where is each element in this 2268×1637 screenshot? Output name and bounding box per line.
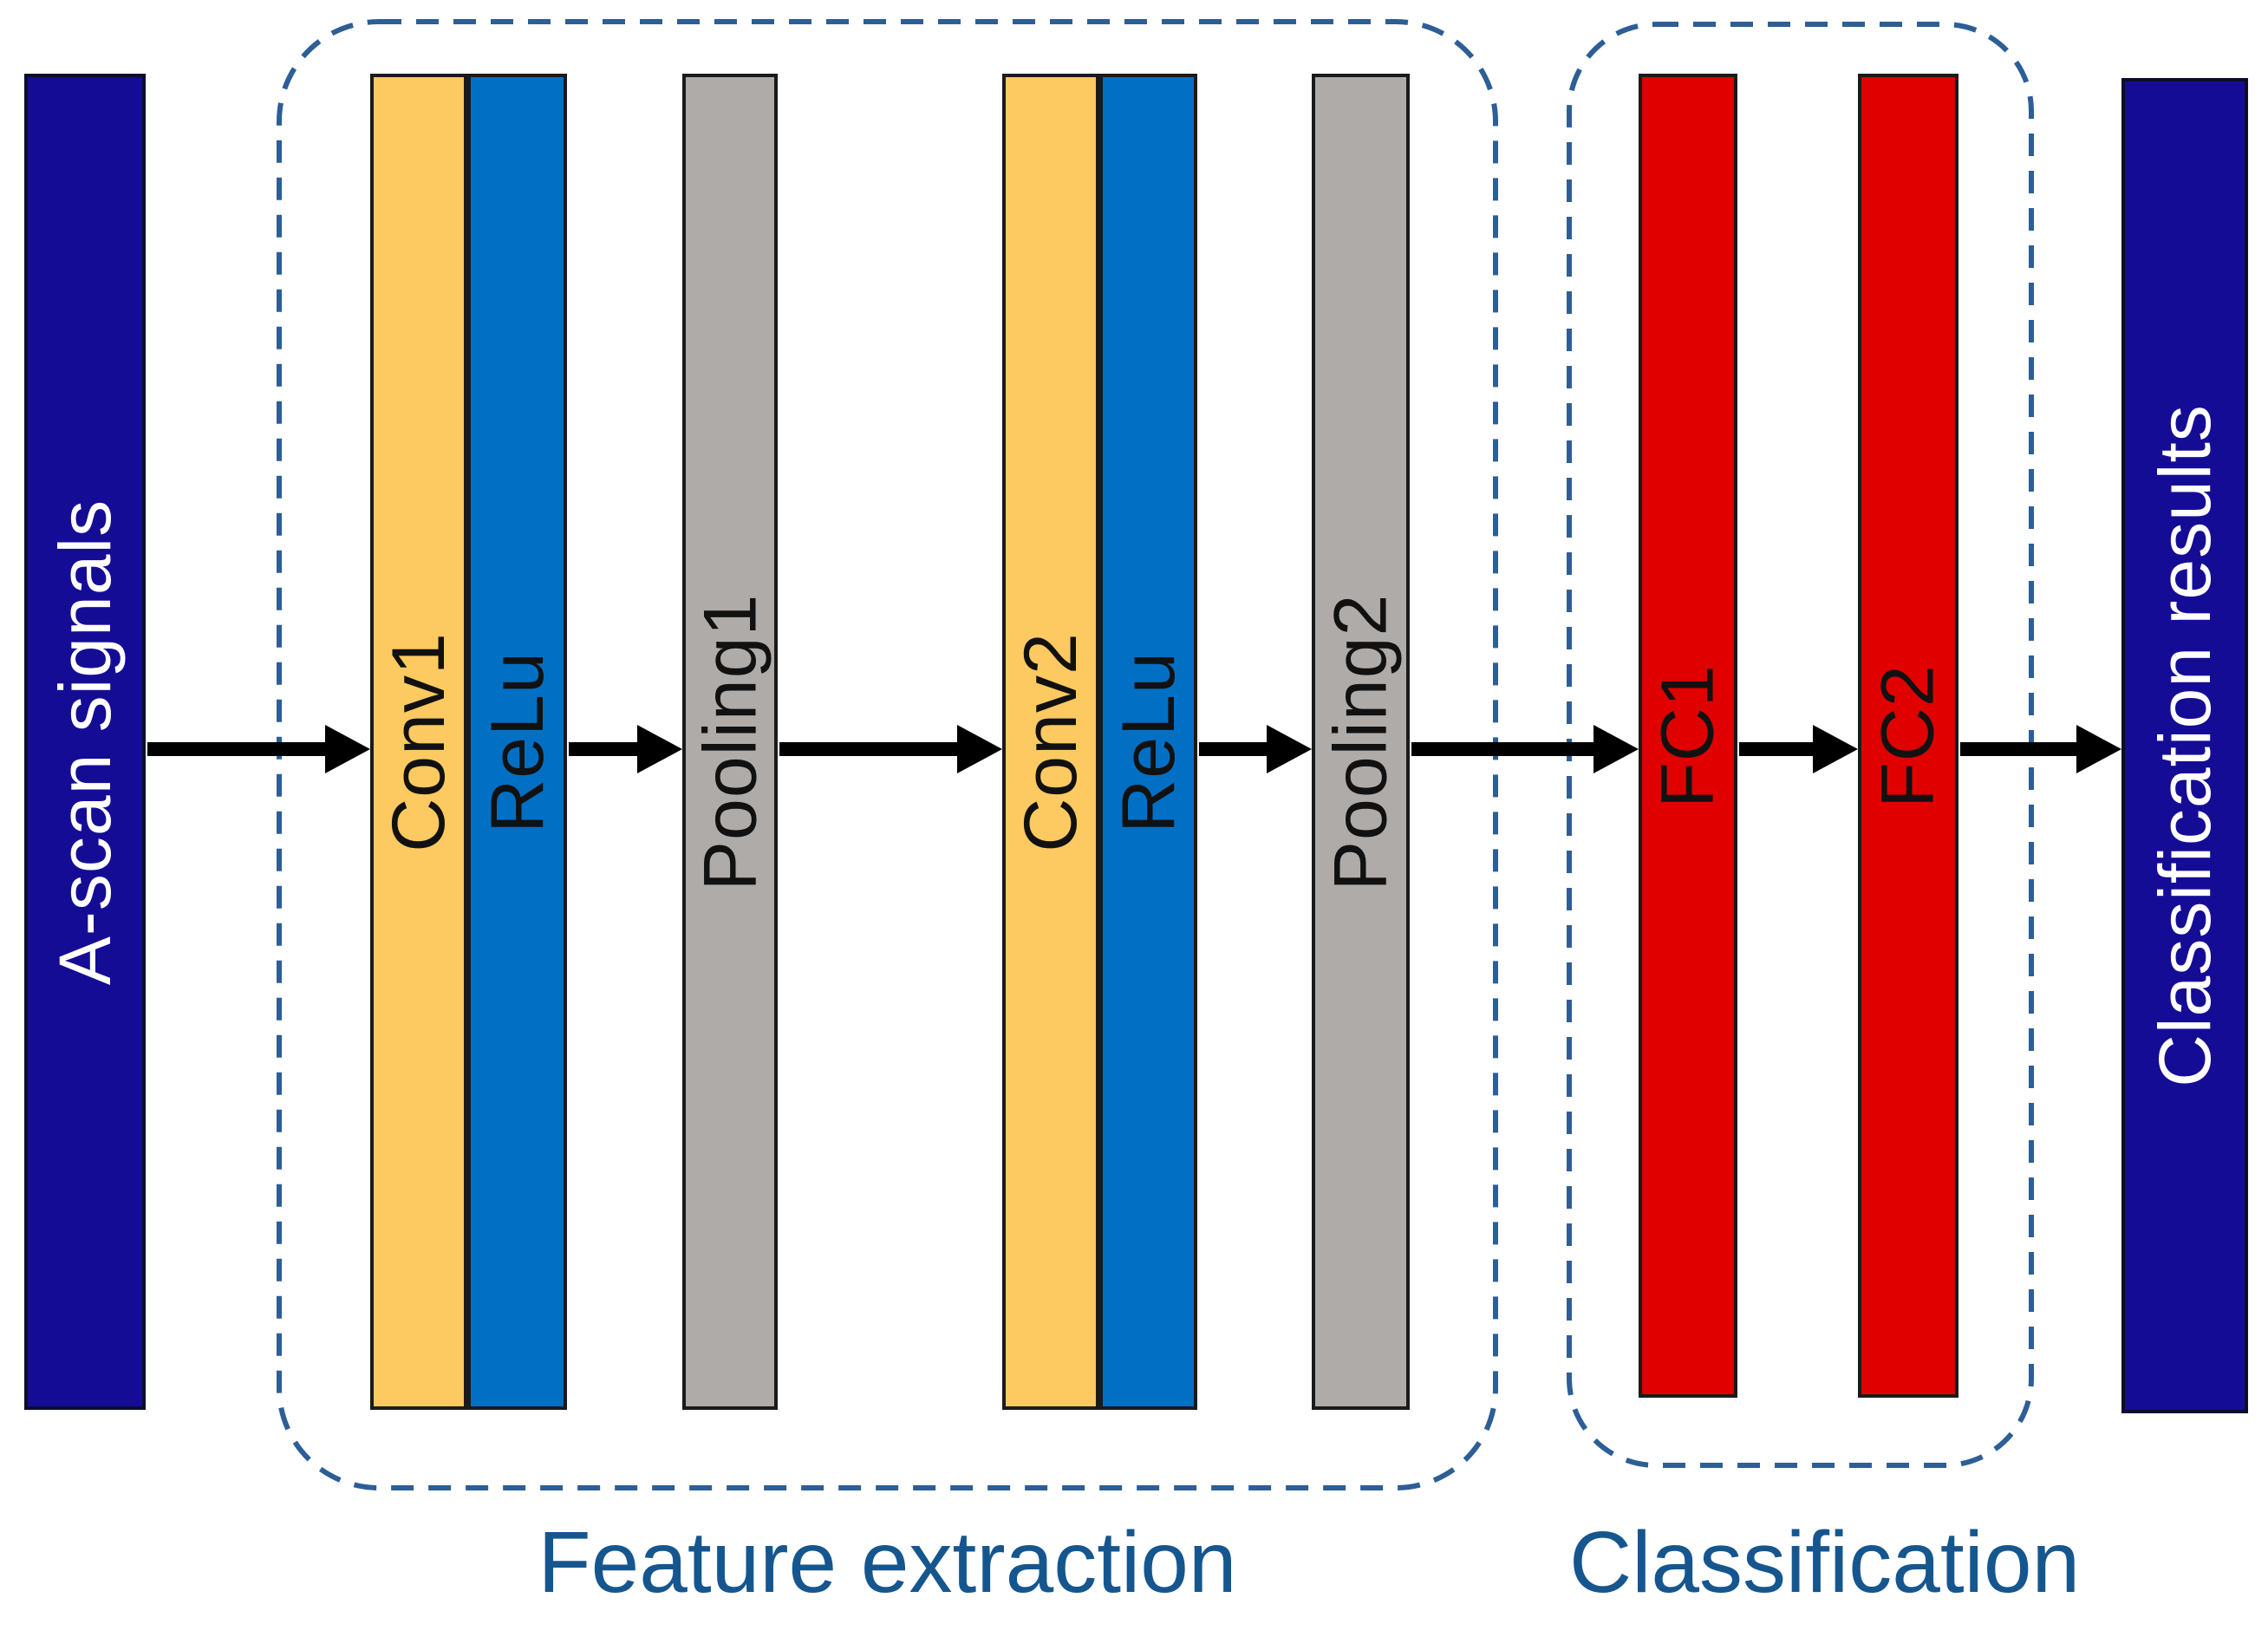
output-bar-classification-results: Classification results <box>2121 78 2248 1413</box>
layer-bar-conv1: Conv1 <box>370 74 467 1410</box>
input-bar-label: A-scan signals <box>44 499 126 985</box>
flow-arrow-relu1-to-pooling1 <box>569 725 682 773</box>
input-bar-a-scan-signals: A-scan signals <box>24 74 146 1410</box>
layer-label-relu1: ReLu <box>475 650 559 833</box>
layer-bar-conv2: Conv2 <box>1002 74 1099 1410</box>
output-bar-label: Classification results <box>2144 404 2226 1087</box>
layer-label-fc1: FC1 <box>1646 663 1730 808</box>
layer-label-conv2: Conv2 <box>1009 631 1092 852</box>
flow-arrow-fc1-to-fc2 <box>1739 725 1858 773</box>
layer-bar-relu1: ReLu <box>467 74 567 1410</box>
layer-label-conv1: Conv1 <box>377 631 460 852</box>
flow-arrow-fc2-to-output <box>1960 725 2121 773</box>
layer-bar-pooling2: Pooling2 <box>1312 74 1410 1410</box>
layer-label-fc2: FC2 <box>1867 663 1950 808</box>
flow-arrow-pooling2-to-fc1 <box>1411 725 1639 773</box>
layer-bar-fc1: FC1 <box>1639 74 1737 1398</box>
layer-label-relu2: ReLu <box>1106 650 1190 833</box>
layer-bar-fc2: FC2 <box>1858 74 1958 1398</box>
flow-arrow-input-to-conv1 <box>147 725 370 773</box>
layer-label-pooling2: Pooling2 <box>1319 593 1403 890</box>
layer-label-pooling1: Pooling1 <box>688 593 772 890</box>
flow-arrow-relu2-to-pooling2 <box>1199 725 1312 773</box>
caption-classification: Classification <box>1569 1514 2081 1611</box>
caption-feature-extraction: Feature extraction <box>538 1514 1237 1611</box>
layer-bar-pooling1: Pooling1 <box>682 74 778 1410</box>
flow-arrow-pooling1-to-conv2 <box>779 725 1002 773</box>
layer-bar-relu2: ReLu <box>1099 74 1197 1410</box>
